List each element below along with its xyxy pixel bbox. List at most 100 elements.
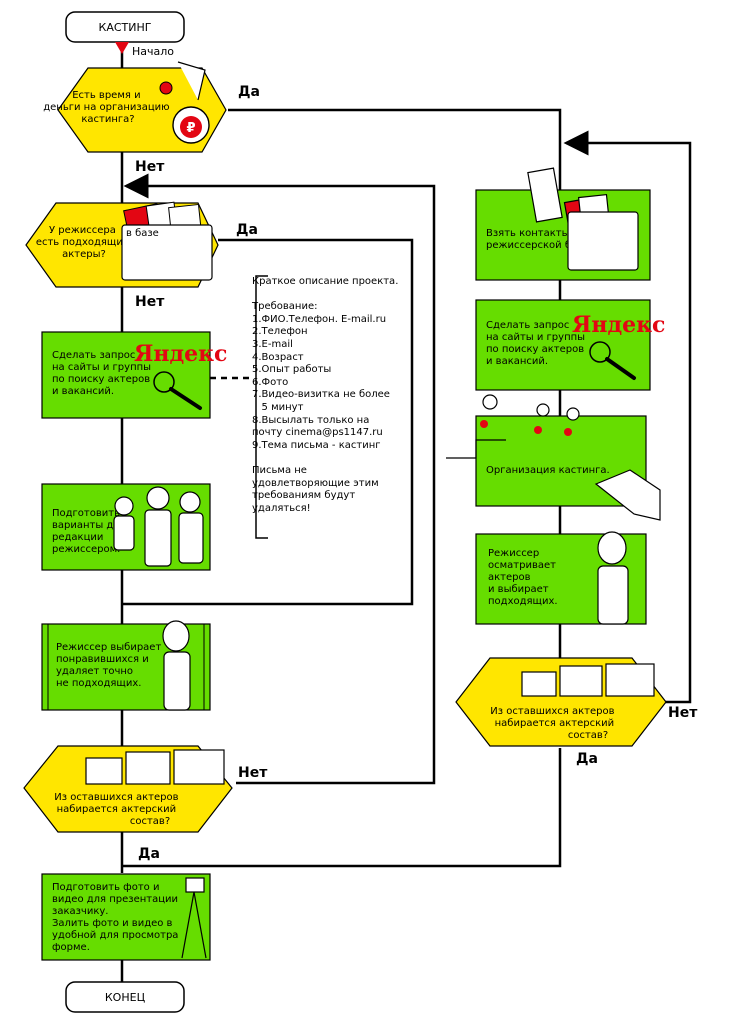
svg-text:Взять контакты из режисс: Взять контакты из режиссерской базы. — [486, 228, 594, 251]
left-decision-2-line: У режиссера — [49, 225, 116, 236]
right-process-4-line: Режиссер — [488, 548, 539, 559]
contacts-folder-illustration — [527, 167, 639, 271]
card-folder-illustration: в базе — [121, 201, 213, 281]
right-process-1-line: режиссерской базы. — [486, 240, 594, 251]
left-decision-2-line: есть подходящие — [36, 237, 129, 248]
note-line: Письма не — [252, 464, 307, 476]
train-wagon — [125, 751, 171, 785]
start-marker-label: Начало — [132, 45, 174, 58]
right-process-2-box — [475, 299, 651, 391]
red-detail — [480, 420, 488, 428]
note-line — [252, 452, 404, 465]
svg-text:Режиссер выбирает понрав: Режиссер выбирает понравившихся и удаляе… — [56, 642, 164, 689]
edge-label-d1-yes: Да — [238, 84, 260, 100]
right-process-1-line: Взять контакты из — [486, 228, 585, 239]
right-decision-1-line: состав? — [568, 730, 608, 741]
right-process-2-line: по поиску актеров — [486, 344, 584, 355]
edge-label-left-d3-yes: Да — [138, 846, 160, 862]
svg-text:Режиссер осматривает: Режиссер осматривает актеров и выбирает … — [488, 548, 559, 607]
red-detail — [534, 426, 542, 434]
svg-text:Есть время и деньги на о: Есть время и деньги на организацию касти… — [43, 90, 173, 125]
svg-text:Сделать запрос на сайты: Сделать запрос на сайты и группы по поис… — [486, 320, 588, 367]
left-decision-3-line: набирается актерский — [57, 804, 177, 815]
edge-label-left-d3-no: Нет — [238, 765, 268, 781]
left-process-3-line: понравившихся и — [56, 654, 149, 665]
edge-left-d3-no — [123, 173, 436, 785]
director-head — [162, 620, 190, 652]
right-process-2-line: на сайты и группы — [486, 332, 585, 343]
folder — [567, 211, 639, 271]
left-decision-3-line: Из оставшихся актеров — [54, 792, 178, 803]
left-process-4-line: форме. — [52, 942, 90, 953]
actor-head — [114, 496, 134, 516]
end-terminal-box — [65, 981, 185, 1013]
note-line: требованиям будут — [252, 490, 356, 502]
right-process-4: Режиссер осматривает актеров и выбирает … — [475, 531, 647, 625]
note-line — [252, 289, 404, 302]
right-process-2-line: и вакансий. — [486, 356, 548, 367]
left-process-1: Сделать запрос на сайты и группы по поис… — [41, 331, 227, 419]
director-illustration — [597, 531, 629, 625]
train-wagon — [173, 749, 225, 785]
director-head — [597, 531, 627, 565]
right-decision-1-line: Из оставшихся актеров — [490, 706, 614, 717]
train-wagon — [605, 663, 655, 697]
right-decision-1: Из оставшихся актеров набирается актерск… — [455, 657, 667, 747]
edge-d2-yes — [122, 238, 414, 606]
camera-body — [185, 877, 205, 893]
left-process-2-line: Подготовить — [52, 508, 120, 519]
left-process-2-line: варианты для — [52, 520, 126, 531]
left-decision-1-line: кастинга? — [81, 114, 134, 125]
note-line: 1.ФИО.Телефон. E-mail.ru — [252, 313, 387, 325]
right-process-1: Взять контакты из режиссерской базы. — [475, 167, 651, 281]
left-process-3: Режиссер выбирает понравившихся и удаляе… — [41, 620, 211, 711]
left-process-4-line: заказчику. — [52, 906, 108, 917]
start-terminal-label: КАСТИНГ — [99, 21, 152, 34]
note-bracket — [255, 275, 268, 539]
start-marker-triangle — [115, 42, 129, 54]
left-process-4-line: Залить фото и видео в — [52, 918, 173, 929]
left-process-4-line: видео для презентации — [52, 894, 178, 905]
train-wagon — [559, 665, 603, 697]
left-decision-2-line: актеры? — [62, 249, 106, 260]
director-body — [597, 565, 629, 625]
left-process-2: Подготовить варианты для редакции режисс… — [41, 483, 211, 571]
right-process-4-line: осматривает — [488, 560, 556, 571]
left-decision-1-line: Есть время и — [72, 90, 140, 101]
red-detail — [564, 428, 572, 436]
note-line: Краткое описание проекта. — [252, 276, 399, 287]
right-process-3-label: Организация кастинга. — [486, 465, 610, 476]
edge-d1-yes — [228, 108, 562, 190]
yandex-logo: Яндекс — [572, 312, 665, 338]
right-process-3: Организация кастинга. — [446, 394, 661, 521]
note-line: 7.Видео-визитка не более — [252, 389, 390, 401]
note-line: Требование: — [252, 301, 318, 313]
train-illustration — [521, 663, 655, 697]
left-decision-3-line: состав? — [130, 816, 170, 827]
end-terminal-label: КОНЕЦ — [105, 991, 146, 1004]
left-decision-3: Из оставшихся актеров набирается актерск… — [23, 745, 233, 833]
magnifier-icon — [589, 341, 611, 363]
left-decision-1-line: деньги на организацию — [43, 102, 169, 113]
ruble-badge — [180, 116, 202, 138]
left-process-4: Подготовить фото и видео для презентации… — [41, 873, 211, 961]
actor-head — [566, 407, 580, 421]
actor-body — [113, 515, 135, 551]
edge-label-d1-no: Нет — [135, 159, 165, 175]
svg-text:Подготовить варианты для: Подготовить варианты для редакции режисс… — [52, 508, 129, 555]
phone-list-card — [527, 167, 563, 223]
left-process-1-box — [41, 331, 211, 419]
edge-label-right-d1-yes: Да — [576, 751, 598, 767]
actor-body — [144, 509, 172, 567]
edge-label-d2-no: Нет — [135, 294, 165, 310]
folder — [121, 224, 213, 281]
actor-body — [178, 512, 204, 564]
casting-stage-steps — [446, 439, 506, 459]
left-process-3-line: не подходящих. — [56, 678, 141, 689]
edge-right-d1-yes — [122, 748, 562, 868]
note-line: удовлетворяющие этим — [252, 477, 379, 489]
edge-label-right-d1-no: Нет — [668, 705, 698, 721]
svg-text:Подготовить фото и видео: Подготовить фото и видео для презентации… — [52, 882, 182, 953]
requirements-note: Краткое описание проекта. Требование:1.Ф… — [252, 276, 404, 538]
money-bag-hand — [177, 61, 206, 101]
